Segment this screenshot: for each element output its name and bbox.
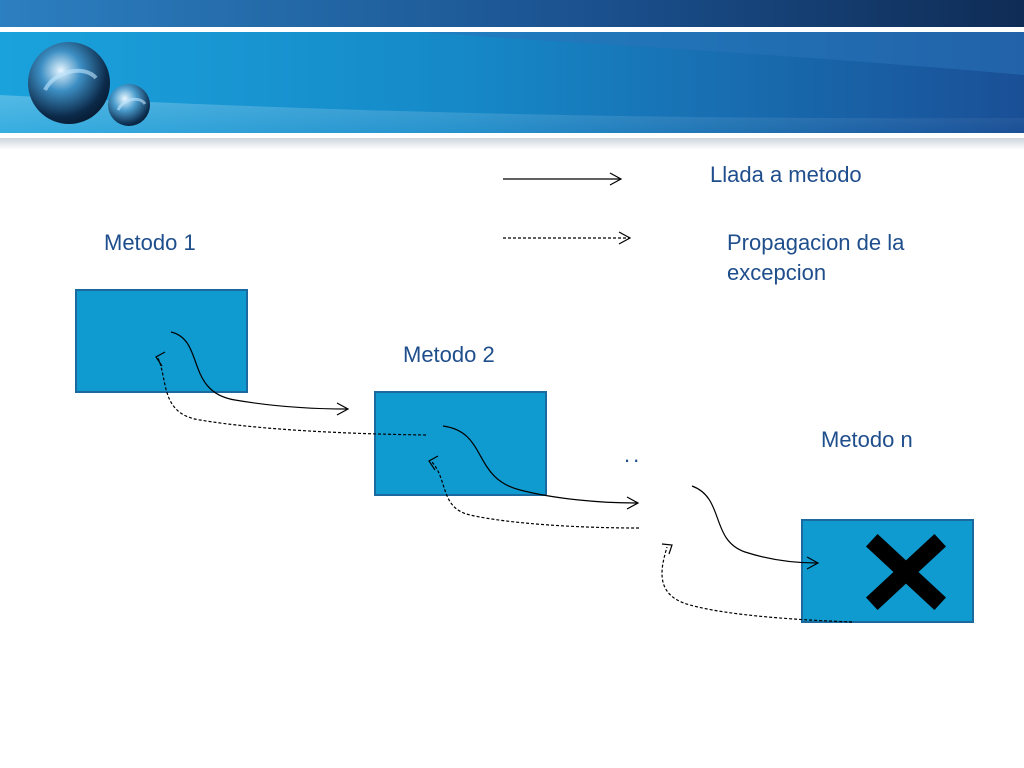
method-2-box xyxy=(374,391,547,496)
sphere-logo-icon xyxy=(28,42,150,126)
legend-call-label: Llada a metodo xyxy=(710,162,862,187)
x-mark-icon xyxy=(865,533,947,611)
method-2-label: Metodo 2 xyxy=(403,342,495,367)
method-1-label: Metodo 1 xyxy=(104,230,196,255)
legend-propagation-line2: excepcion xyxy=(727,260,827,285)
header-banner xyxy=(0,0,1024,150)
call-arrow-2-to-next xyxy=(442,425,640,510)
call-arrow-1-to-2 xyxy=(170,331,350,416)
legend-propagation-arrow xyxy=(503,231,632,245)
legend-propagation-label: Propagacion de la excepcion xyxy=(727,228,904,288)
call-arrow-to-n xyxy=(691,485,820,570)
method-n-label: Metodo n xyxy=(821,427,913,452)
method-1-box xyxy=(75,289,248,393)
method-n-box xyxy=(801,519,974,623)
propagation-arrow-next-to-2 xyxy=(428,455,640,529)
legend-propagation-line1: Propagacion de la xyxy=(727,230,905,255)
propagation-arrow-n-to-prev xyxy=(661,543,853,623)
propagation-arrow-2-to-1 xyxy=(155,351,427,436)
ellipsis-marker: .. xyxy=(624,442,643,467)
legend-call-arrow xyxy=(503,172,623,186)
